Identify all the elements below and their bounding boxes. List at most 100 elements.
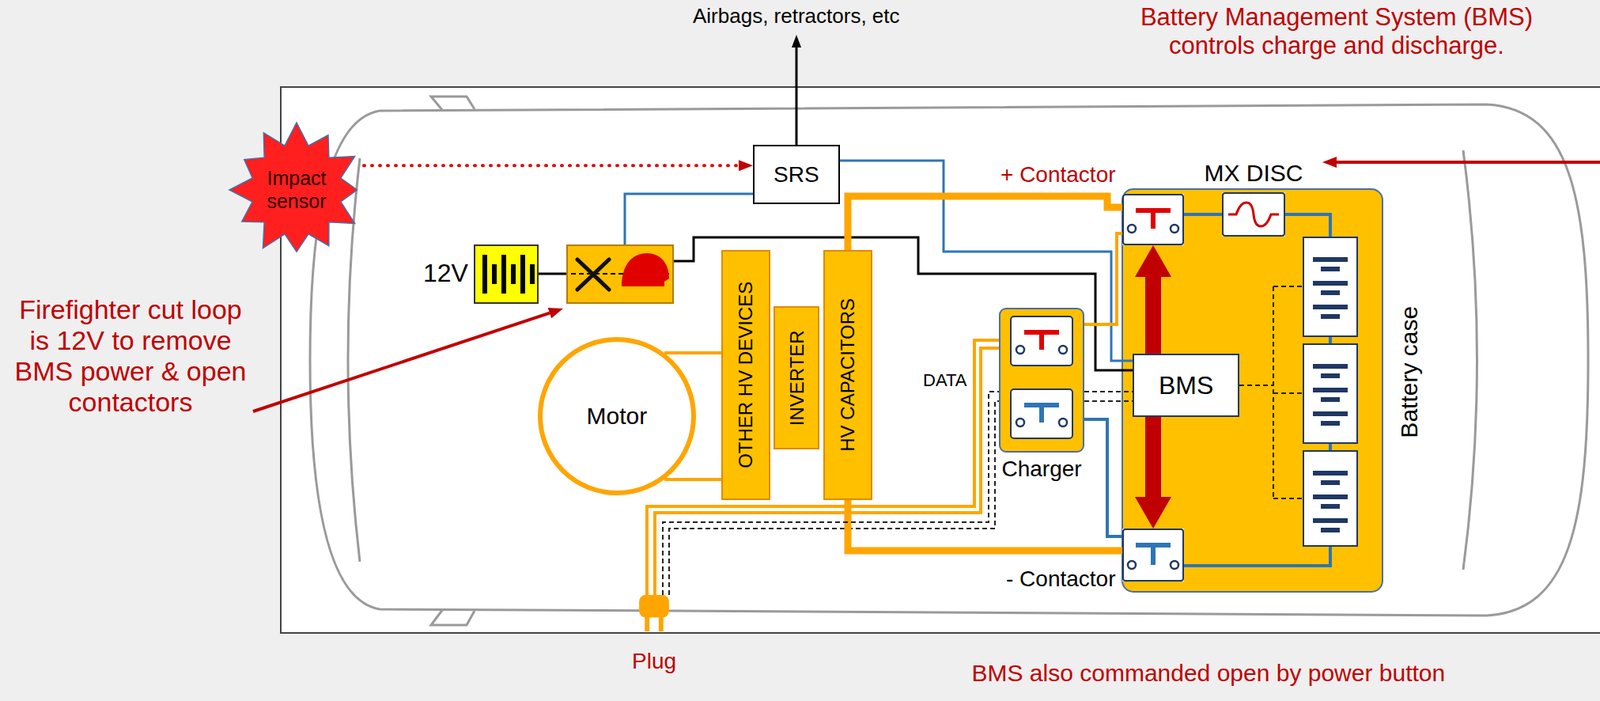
cell-plates [1312,257,1348,533]
diagram-panel [280,86,1600,633]
battery-plate [510,264,516,284]
data-wire [1273,285,1304,288]
edge-label-box: DATA [922,370,967,390]
connectors [363,160,1222,595]
negative-contactor-symbol [1122,528,1184,582]
annotation: Airbags, retractors, etc [692,4,901,29]
hv-device-box-label: OTHER HV DEVICES [734,281,757,469]
hv-capacitor-box-label: HV CAPACITORS [836,298,859,452]
cell-sense-wires [1239,286,1304,499]
battery-cell [1303,237,1358,337]
charger-box-label: Charger [1002,456,1082,482]
cell-plate [1320,503,1340,509]
cell-plate [1320,480,1340,485]
side-mirror [431,608,475,625]
12v-wire [537,272,568,276]
motor-circle-label: Motor [586,402,648,431]
cell-plate [1312,280,1348,286]
cell-plate [1312,518,1348,523]
cell-plate [1312,470,1348,476]
positive-contactor: + Contactor [1122,193,1184,246]
annotation-box: Firefighter cut loop is 12V to remove BM… [11,294,250,418]
contactor-symbol [1150,544,1156,565]
car-outline [310,104,1589,616]
annotation-box: Battery Management System (BMS) controls… [1099,3,1574,60]
cell-plate [1320,420,1340,426]
cut-loop-icon [567,245,674,303]
charger-symbol [999,308,1084,452]
battery-case: Battery case+ ContactorMX DISCBMS- Conta… [1122,189,1383,592]
charger-contactor [1010,389,1073,439]
negative-contactor: - Contactor [1122,528,1184,582]
signal-name: DATA [922,370,967,390]
motor-circle: Motor [537,336,696,496]
annotation-box: BMS also commanded open by power button [972,659,1446,688]
battery-icon [474,245,538,303]
cell-wire [1183,212,1222,216]
cutter-blade [577,259,609,290]
cell-plate [1320,290,1340,296]
contactor-symbol [1150,210,1156,229]
charge-plug-label: Plug [631,648,677,674]
cell-plate [1312,494,1348,500]
impact-signal-arrow [363,163,739,167]
contactor-terminal [1127,224,1136,233]
cell-plate [1320,527,1340,533]
charger-contactor [1010,316,1073,366]
contactor-fill [1122,193,1184,246]
fuse-element [1228,202,1279,227]
wires [253,47,1600,595]
battery-cell [1303,344,1358,443]
annotation-box: Airbags, retractors, etc [692,4,901,29]
contactor-symbol [1039,332,1044,350]
contactor-terminal [1059,418,1067,427]
hv-wire [664,477,722,481]
bms-command-arrow [1145,276,1162,354]
battery-plate [501,254,507,294]
data-wire [1239,384,1274,386]
contactor-terminal [1170,224,1179,233]
charger-box: Charger [999,308,1084,452]
cell-plate [1320,397,1340,402]
bms-command-arrow [1145,416,1162,497]
srs-box-label: SRS [773,162,820,188]
cell-plate [1312,411,1348,417]
annotation: BMS also commanded open by power button [972,659,1446,688]
srs-box: SRS [752,144,840,205]
positive-contactor-label: + Contactor [1000,162,1116,188]
manual-disconnect-fuse-label: MX DISC [1204,159,1304,188]
contactor-terminal [1016,345,1025,354]
battery-case-fill [1122,189,1383,592]
starburst-shape [229,122,358,252]
data-wire [1273,392,1304,394]
annotation: Firefighter cut loop is 12V to remove BM… [11,294,250,418]
contactor-terminal [1016,418,1025,427]
battery-plate [520,254,526,294]
charge-plug-outline [637,594,671,632]
rear-window-outline [1463,150,1478,570]
12v-wire [839,160,1133,361]
cell-plate [1320,266,1340,272]
manual-disconnect-fuse: MX DISC [1221,192,1286,237]
hv-bus-wire [847,196,1123,250]
positive-contactor-symbol [1122,193,1184,246]
inverter-box: INVERTER [773,306,820,450]
battery-plate [491,264,497,284]
cell-wire [1328,442,1332,451]
data-wire [1273,497,1304,500]
hv-wire [1083,233,1123,325]
impact-sensor-starburst-label: Impact sensor [249,166,345,213]
contactor-terminal [1127,560,1136,569]
12v-battery-symbol [474,245,538,303]
contactor-terminal [1059,345,1067,354]
battery-cell [1303,450,1358,546]
bms-box: BMS [1132,353,1240,417]
cell-plate [1312,304,1348,310]
hv-capacitor-box: HV CAPACITORS [823,249,873,500]
cell-wire [1328,336,1332,345]
charge-plug: Plug [637,594,671,632]
hv-wire [664,351,722,355]
fuse-fill [1221,192,1286,237]
cell-plate [1320,313,1340,319]
contactor-terminal [1170,560,1179,569]
